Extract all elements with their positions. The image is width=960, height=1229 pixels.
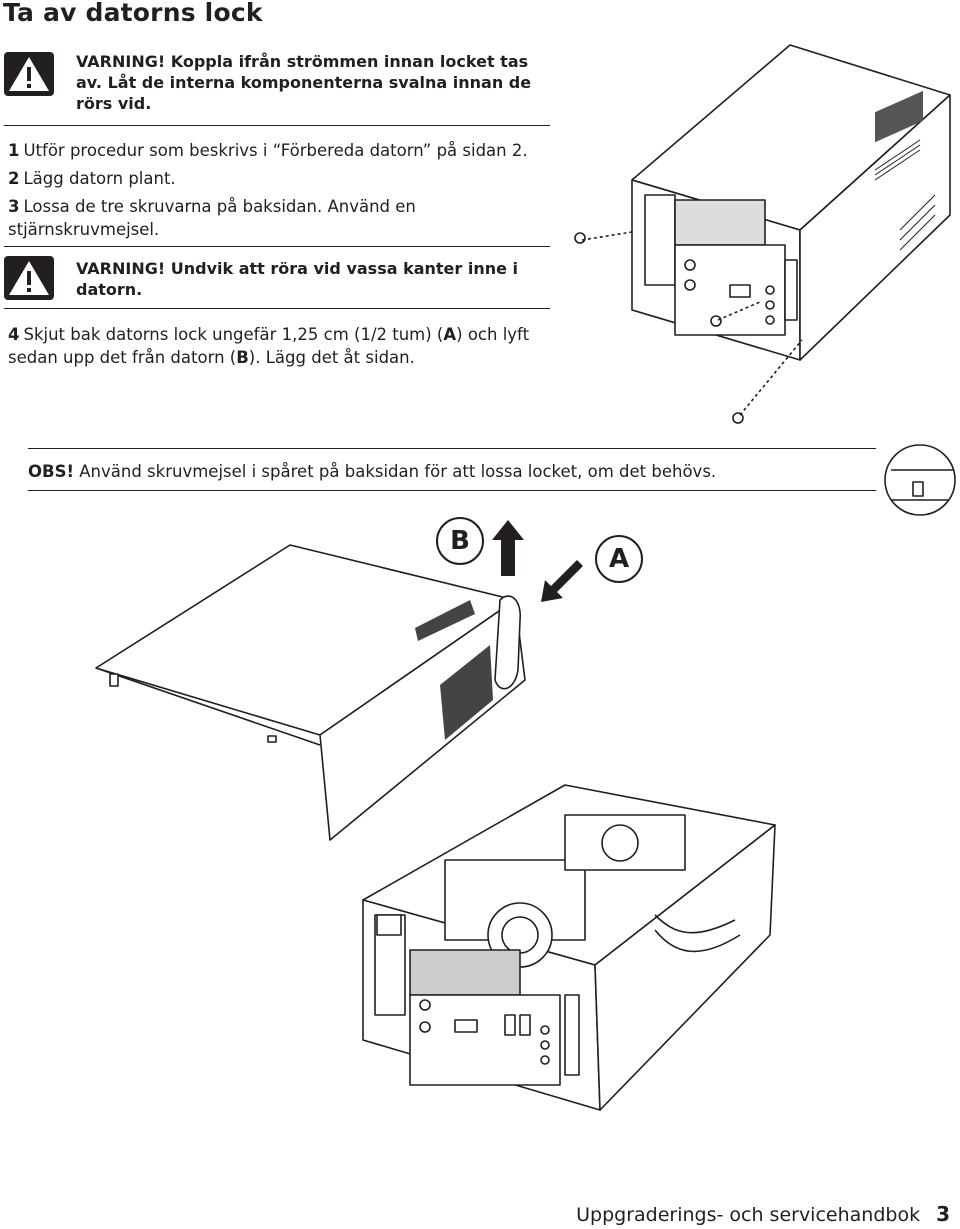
- warning-icon: [4, 52, 54, 96]
- page-number: 3: [936, 1202, 950, 1226]
- callout-b: B: [436, 517, 484, 565]
- computer-rear-illustration: [574, 44, 951, 424]
- note-text: Använd skruvmejsel i spåret på baksidan …: [79, 462, 717, 481]
- step-text: Lägg datorn plant.: [23, 169, 176, 188]
- note-label: OBS!: [28, 462, 75, 481]
- page-title: Ta av datorns lock: [3, 0, 263, 27]
- step-text: ) och lyft sedan upp det från datorn (: [8, 325, 530, 367]
- divider: [4, 125, 550, 126]
- divider: [28, 490, 876, 491]
- step-number: 1: [8, 141, 20, 160]
- callout-ref-a: A: [443, 325, 457, 344]
- warning-text-1: VARNING! Koppla ifrån strömmen innan loc…: [76, 52, 532, 113]
- callout-ref-b: B: [236, 348, 249, 367]
- divider: [4, 308, 550, 309]
- arrow-up-icon: [492, 520, 524, 576]
- arrow-left-down-icon: [541, 560, 583, 602]
- warning-text-2: VARNING! Undvik att röra vid vassa kante…: [76, 259, 519, 299]
- slot-detail-illustration: [884, 444, 956, 516]
- footer-title: Uppgraderings- och servicehandbok: [576, 1204, 921, 1226]
- step-text: Lossa de tre skruvarna på baksidan. Anvä…: [8, 197, 416, 239]
- step-number: 4: [8, 325, 20, 344]
- open-computer-illustration: [362, 784, 776, 1111]
- step-number: 3: [8, 197, 20, 216]
- divider: [4, 246, 550, 247]
- warning-icon: [4, 256, 54, 300]
- callout-a: A: [595, 535, 643, 583]
- lid-illustration: [95, 544, 526, 841]
- step-text: ). Lägg det åt sidan.: [248, 348, 415, 367]
- note: OBS! Använd skruvmejsel i spåret på baks…: [28, 461, 716, 483]
- step-text: Utför procedur som beskrivs i “Förbereda…: [23, 141, 528, 160]
- screw-icon: [574, 231, 803, 424]
- step-number: 2: [8, 169, 20, 188]
- step-text: Skjut bak datorns lock ungefär 1,25 cm (…: [23, 325, 444, 344]
- page-footer: Uppgraderings- och servicehandbok 3: [576, 1202, 950, 1226]
- divider: [28, 448, 876, 449]
